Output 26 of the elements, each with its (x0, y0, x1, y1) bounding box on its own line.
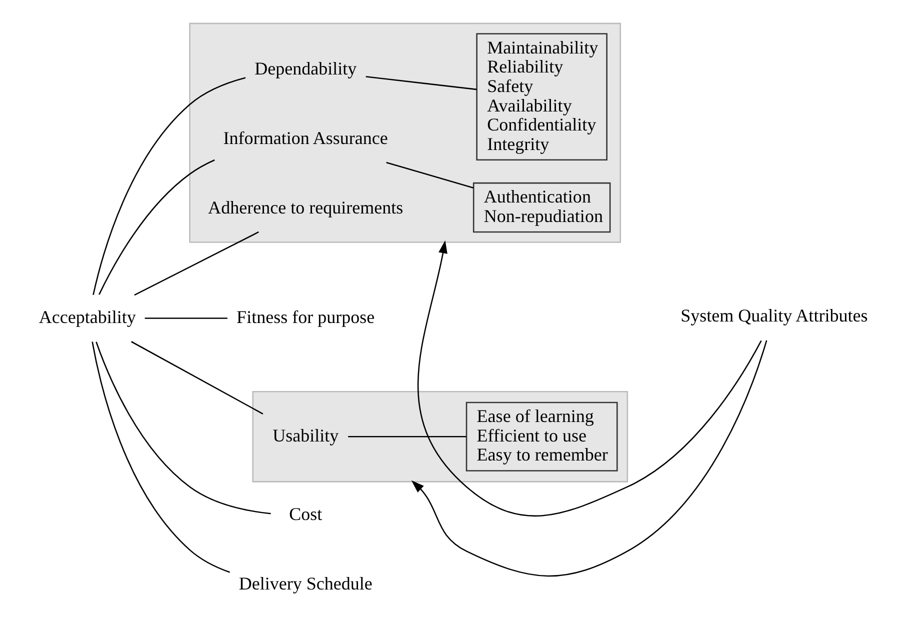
node-text: Cost (289, 504, 322, 524)
connector (96, 342, 271, 514)
arrow (418, 240, 762, 516)
cluster (189, 22, 621, 243)
connector (92, 342, 230, 573)
cluster (252, 390, 628, 482)
node-box: Ease of learning Efficient to use Easy to remember (466, 402, 618, 472)
connector (144, 318, 228, 319)
connector (134, 231, 259, 296)
connector (386, 162, 474, 189)
connector (98, 159, 215, 295)
node-box: Maintainability Reliability Safety Availability Confidentiality Integrity (476, 33, 608, 161)
node-text: Usability (272, 425, 339, 446)
arrow (411, 340, 768, 577)
node-text: System Quality Attributes (680, 306, 868, 326)
node-text: Fitness for purpose (236, 306, 375, 327)
connector (366, 76, 477, 90)
node-text: Acceptability (38, 306, 136, 327)
node-text: Dependability (254, 58, 357, 79)
connector (92, 77, 246, 295)
node-text: Delivery Schedule (238, 573, 372, 594)
node-text: Information Assurance (223, 128, 388, 148)
connector (348, 436, 466, 438)
node-text: Adherence to requirements (208, 198, 404, 218)
node-box: Authentication Non-repudiation (472, 182, 611, 233)
connector (131, 341, 264, 414)
